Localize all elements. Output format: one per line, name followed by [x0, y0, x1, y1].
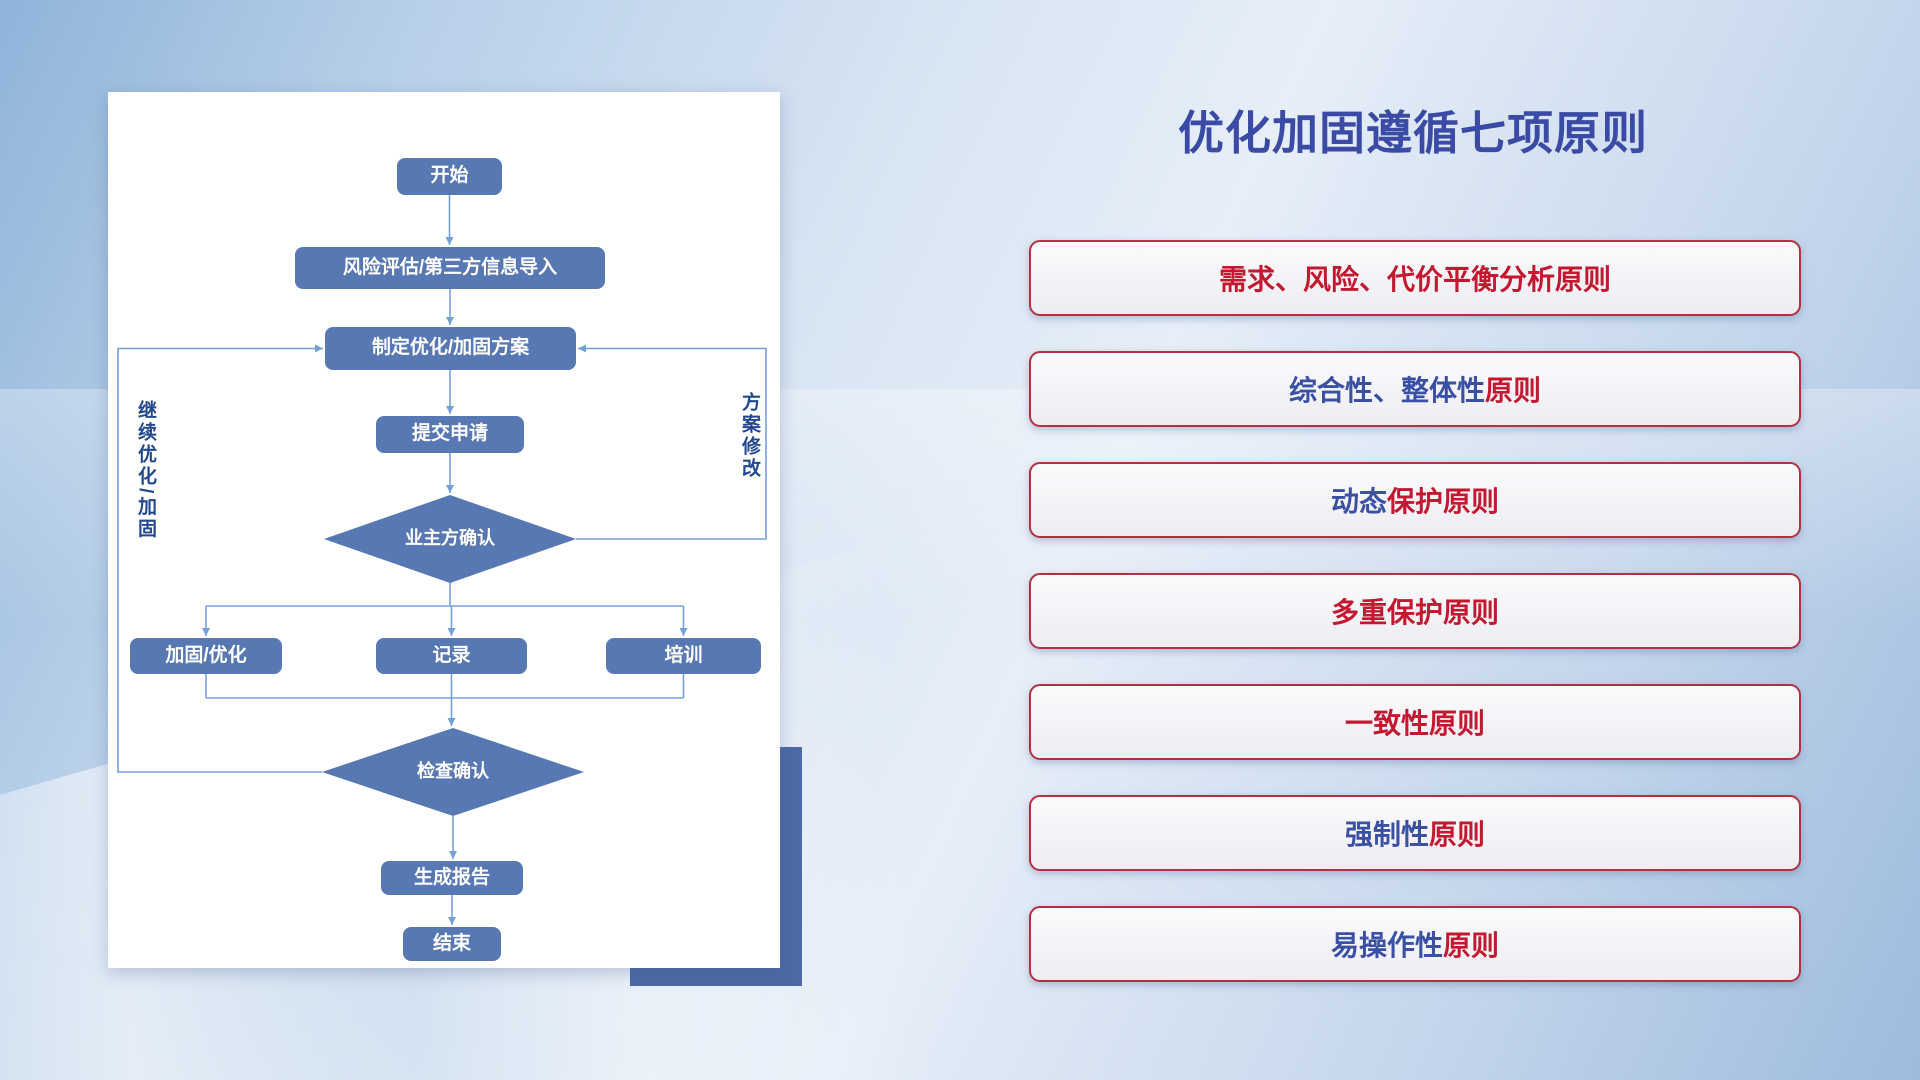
principle-box-5: 一致性原则: [1029, 684, 1801, 760]
principle-box-3: 动态保护原则: [1029, 462, 1801, 538]
principle-5-text-red: 一致性原则: [1344, 708, 1485, 739]
principle-3-text-blue: 动态: [1330, 486, 1387, 517]
flow-node-make-plan: 制定优化/加固方案: [325, 327, 576, 370]
flow-node-risk-import: 风险评估/第三方信息导入: [295, 247, 605, 289]
slide-title: 优化加固遵循七项原则: [1178, 107, 1648, 159]
principle-4-text-red: 多重保护原则: [1330, 597, 1499, 628]
principle-7-text-red: 原则: [1443, 930, 1500, 961]
principle-box-6: 强制性原则: [1029, 795, 1801, 871]
principle-box-1: 需求、风险、代价平衡分析原则: [1029, 240, 1801, 316]
principle-2-text-blue: 综合性、整体性: [1288, 375, 1485, 406]
principle-box-4: 多重保护原则: [1029, 573, 1801, 649]
principle-7-text-blue: 易操作性: [1330, 930, 1443, 961]
flow-node-train: 培训: [606, 638, 761, 674]
flow-node-reinforce: 加固/优化: [130, 638, 282, 674]
flow-node-record: 记录: [376, 638, 527, 674]
flow-node-report: 生成报告: [381, 861, 523, 895]
principle-box-2: 综合性、整体性原则: [1029, 351, 1801, 427]
flow-node-end: 结束: [403, 927, 501, 961]
flow-node-start: 开始: [397, 158, 502, 195]
principle-1-text-red: 需求、风险、代价平衡分析原则: [1218, 264, 1611, 295]
principle-3-text-red: 保护原则: [1387, 486, 1500, 517]
flowchart-card: 开始 风险评估/第三方信息导入 制定优化/加固方案 提交申请 业主方确认 加固/…: [108, 92, 780, 968]
loop-label-plan-revise: 方案修改: [739, 392, 760, 480]
loop-label-continue-optimize: 继续优化/加固: [135, 400, 156, 541]
principle-2-text-red: 原则: [1485, 375, 1542, 406]
principle-box-7: 易操作性原则: [1029, 906, 1801, 982]
flow-node-submit: 提交申请: [376, 416, 524, 453]
principle-6-text-red: 原则: [1429, 819, 1486, 850]
principle-6-text-blue: 强制性: [1344, 819, 1429, 850]
